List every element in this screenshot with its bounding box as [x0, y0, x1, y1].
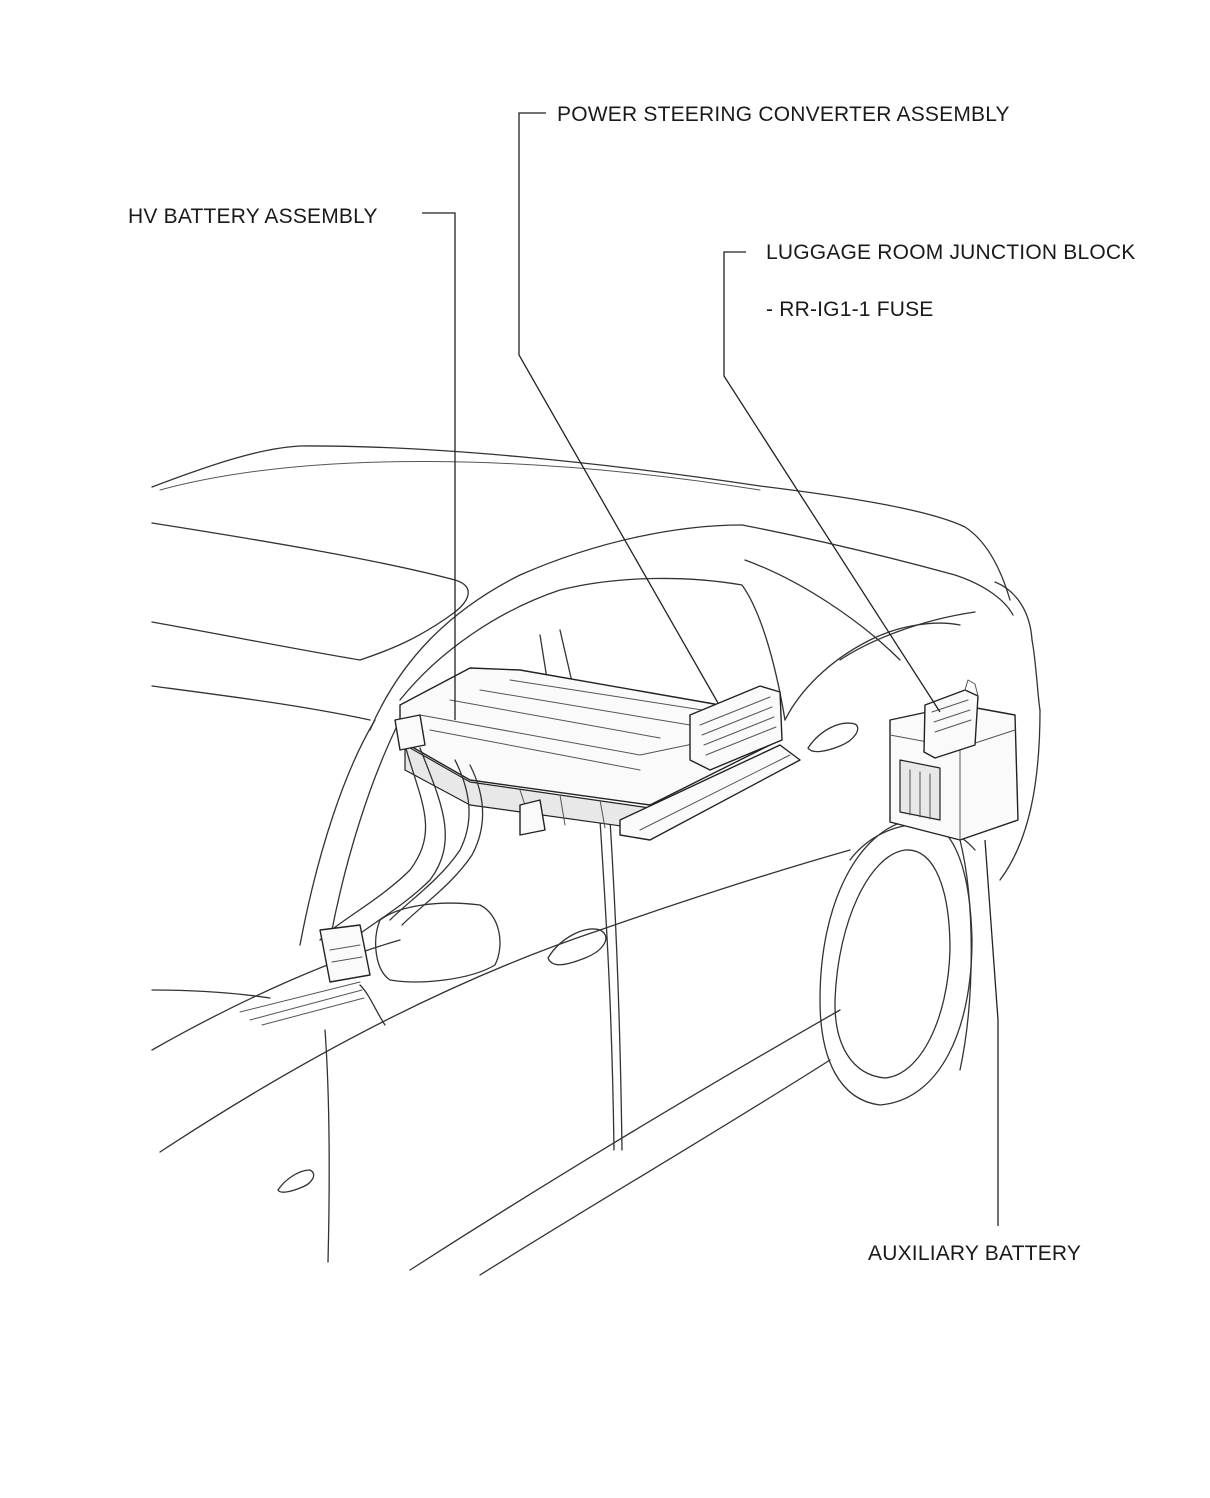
leader-hv-battery	[422, 212, 456, 720]
label-auxiliary-battery: AUXILIARY BATTERY	[868, 1242, 1082, 1265]
leader-lines	[422, 112, 999, 1226]
hv-battery-assembly	[319, 667, 801, 983]
leader-junction-block	[723, 251, 941, 713]
label-rr-ig1-1-fuse: - RR-IG1-1 FUSE	[766, 298, 934, 321]
label-power-steering-converter-assembly: POWER STEERING CONVERTER ASSEMBLY	[557, 103, 1010, 126]
leader-power-steering-converter	[518, 112, 719, 704]
label-luggage-room-junction-block: LUGGAGE ROOM JUNCTION BLOCK	[766, 241, 1136, 264]
luggage-room-junction-block	[923, 679, 979, 759]
car-body-outline	[151, 445, 1041, 1276]
label-hv-battery-assembly: HV BATTERY ASSEMBLY	[128, 205, 378, 228]
leader-auxiliary-battery	[984, 839, 999, 1226]
auxiliary-battery	[889, 704, 1019, 841]
